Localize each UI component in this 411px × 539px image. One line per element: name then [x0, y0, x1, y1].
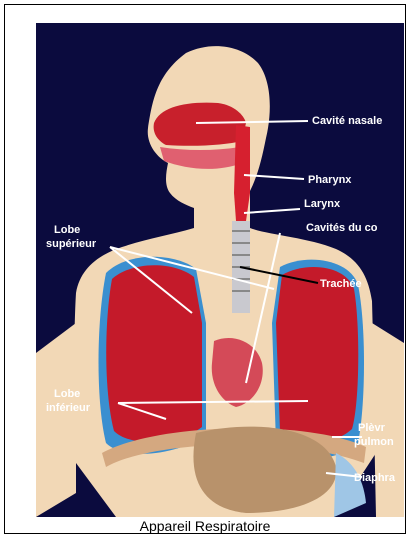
label-pharynx: Pharynx	[308, 174, 352, 186]
label-lobe-inferieur-line1: Lobe	[54, 388, 80, 400]
label-larynx: Larynx	[304, 198, 341, 210]
right-lung	[276, 267, 358, 443]
pharynx-airway	[234, 125, 250, 221]
label-cavite-nasale: Cavité nasale	[312, 115, 382, 127]
label-diaphragme: Diaphra	[354, 472, 396, 484]
label-trachee: Trachée	[320, 278, 362, 290]
label-lobe-superieur-line1: Lobe	[54, 224, 80, 236]
label-cavites-du-coeur: Cavités du co	[306, 222, 378, 234]
respiratory-diagram: Cavité nasale Pharynx Larynx Cavités du …	[36, 23, 404, 517]
label-plevre-line2: pulmon	[354, 436, 394, 448]
label-lobe-inferieur-line2: inférieur	[46, 402, 91, 414]
figure-caption: Appareil Respiratoire	[5, 518, 405, 534]
nasal-cavity	[154, 103, 246, 169]
label-plevre-line1: Plèvr	[358, 422, 386, 434]
label-lobe-superieur-line2: supérieur	[46, 238, 97, 250]
figure-frame: Cavité nasale Pharynx Larynx Cavités du …	[4, 4, 406, 534]
